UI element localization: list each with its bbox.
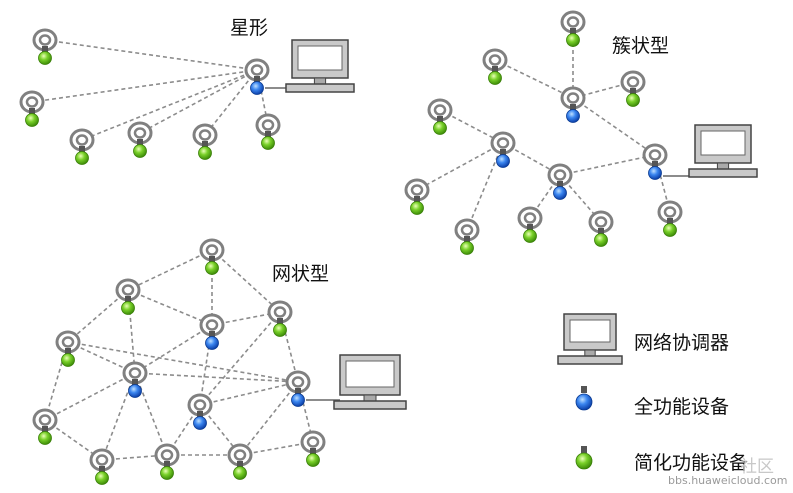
star-link xyxy=(31,69,258,103)
cluster-ffd-node xyxy=(642,143,668,180)
mesh-link xyxy=(239,381,299,456)
cluster-rfd-node xyxy=(620,70,646,107)
mesh-link xyxy=(211,249,281,313)
mesh-link xyxy=(134,372,299,383)
legend-ffd-icon xyxy=(575,386,593,411)
mesh-coordinator xyxy=(333,354,407,410)
mesh-rfd-node xyxy=(300,430,326,467)
mesh-ffd-node xyxy=(187,393,213,430)
star-rfd-node xyxy=(19,90,45,127)
cluster-ffd-node xyxy=(560,86,586,123)
mesh-link xyxy=(67,341,136,374)
legend-coordinator-icon xyxy=(557,313,623,365)
cluster-rfd-node xyxy=(517,206,543,243)
mesh-link xyxy=(101,372,136,461)
cluster-rfd-node xyxy=(404,178,430,215)
star-ffd-node xyxy=(244,58,270,95)
star-coordinator xyxy=(285,39,355,93)
mesh-rfd-node xyxy=(55,330,81,367)
star-rfd-node xyxy=(255,113,281,150)
mesh-topology-title: 网状型 xyxy=(272,263,330,285)
legend-rfd-icon xyxy=(575,446,593,470)
star-link xyxy=(139,69,258,134)
cluster-rfd-node xyxy=(427,98,453,135)
star-topology-title: 星形 xyxy=(230,17,269,39)
mesh-rfd-node xyxy=(115,278,141,315)
star-link xyxy=(44,39,258,71)
mesh-ffd-node xyxy=(122,361,148,398)
mesh-link xyxy=(67,289,129,343)
cluster-ffd-node xyxy=(547,163,573,200)
mesh-link xyxy=(134,324,213,374)
star-rfd-node xyxy=(32,28,58,65)
star-rfd-node xyxy=(192,123,218,160)
mesh-link xyxy=(279,311,299,383)
cluster-rfd-node xyxy=(657,200,683,237)
cluster-link xyxy=(494,59,574,99)
legend-rfd-label: 简化功能设备 xyxy=(634,452,749,474)
mesh-link xyxy=(134,372,168,456)
mesh-link xyxy=(199,381,299,406)
mesh-rfd-node xyxy=(32,408,58,445)
cluster-rfd-node xyxy=(560,10,586,47)
mesh-rfd-node xyxy=(199,238,225,275)
star-link xyxy=(204,69,258,136)
cluster-link xyxy=(416,142,504,191)
cluster-rfd-node xyxy=(482,48,508,85)
mesh-ffd-node xyxy=(285,370,311,407)
mesh-ffd-node xyxy=(199,313,225,350)
mesh-link xyxy=(44,341,69,421)
mesh-link xyxy=(127,249,213,291)
cluster-link xyxy=(466,142,504,231)
mesh-link xyxy=(44,372,136,421)
legend-ffd-label: 全功能设备 xyxy=(634,396,730,418)
watermark-overlay: 社区 xyxy=(740,457,774,477)
network-devices xyxy=(19,10,758,485)
mesh-rfd-node xyxy=(267,300,293,337)
cluster-rfd-node xyxy=(454,218,480,255)
legend-coordinator-label: 网络协调器 xyxy=(634,332,730,354)
cluster-rfd-node xyxy=(588,210,614,247)
star-link xyxy=(81,69,258,141)
star-rfd-node xyxy=(127,121,153,158)
cluster-link xyxy=(572,97,656,156)
mesh-link xyxy=(239,441,314,456)
cluster-ffd-node xyxy=(490,131,516,168)
watermark-text: bbs.huaweicloud.com xyxy=(668,474,788,487)
mesh-rfd-node xyxy=(227,443,253,480)
mesh-link xyxy=(67,341,299,383)
mesh-rfd-node xyxy=(154,443,180,480)
star-rfd-node xyxy=(69,128,95,165)
cluster-coordinator xyxy=(688,124,758,178)
mesh-link xyxy=(127,289,213,326)
cluster-link xyxy=(559,154,656,176)
cluster-topology-title: 簇状型 xyxy=(612,35,670,57)
mesh-rfd-node xyxy=(89,448,115,485)
